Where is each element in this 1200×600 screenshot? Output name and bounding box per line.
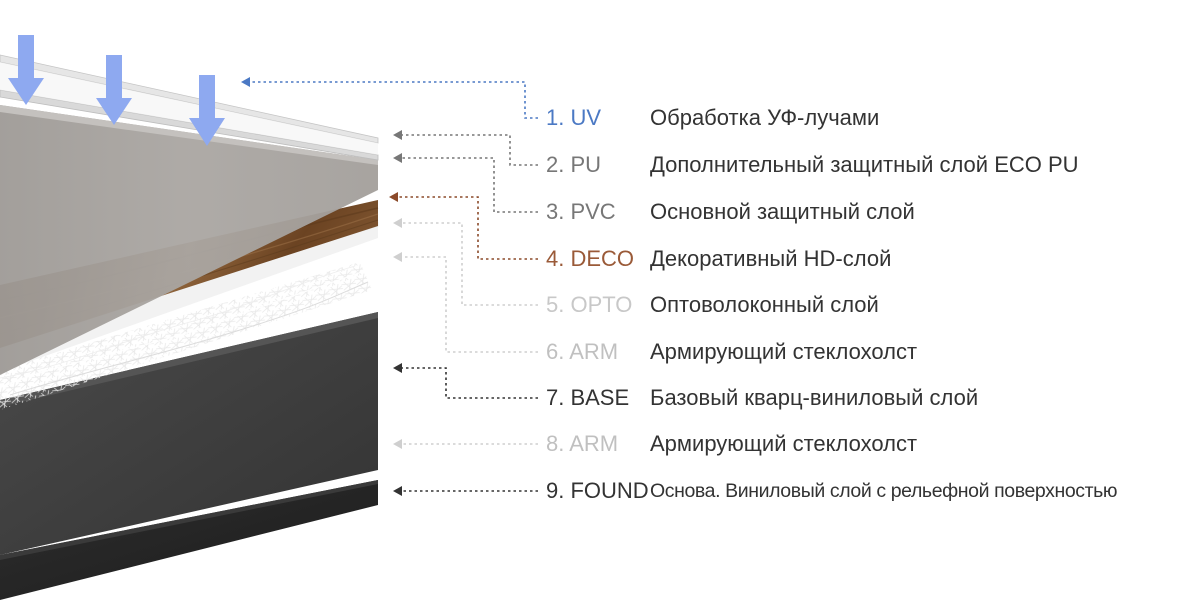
- leader-line-pu: [402, 134, 538, 166]
- arrowhead-pu-icon: [393, 130, 402, 140]
- legend-row-pvc: 3. PVC Основной защитный слой: [546, 197, 915, 227]
- layer-label: Обработка УФ-лучами: [650, 105, 880, 130]
- layer-label: Оптоволоконный слой: [650, 292, 879, 317]
- arrowhead-uv-icon: [241, 77, 250, 87]
- leader-line-pvc: [402, 157, 538, 213]
- uv-arrow-icon-3: [189, 75, 225, 146]
- fiberglass-mesh-upper: [0, 262, 372, 410]
- arrowhead-arm-upper-icon: [393, 252, 402, 262]
- leader-line-uv: [248, 81, 538, 119]
- arrowhead-pvc-icon: [393, 153, 402, 163]
- legend-row-arm-lower: 8. ARM Армирующий стеклохолст: [546, 429, 917, 459]
- arrowhead-opto-icon: [393, 218, 402, 228]
- legend-row-opto: 5. OPTO Оптоволоконный слой: [546, 290, 879, 320]
- legend-row-arm-upper: 6. ARM Армирующий стеклохолст: [546, 337, 917, 367]
- arrowhead-arm-lower-icon: [393, 439, 402, 449]
- layer-code: 7. BASE: [546, 385, 630, 410]
- layer-label: Основа. Виниловый слой с рельефной повер…: [650, 479, 1118, 502]
- layer-label: Основной защитный слой: [650, 199, 915, 224]
- uv-layer: [0, 54, 379, 155]
- layer-code: 8. ARM: [546, 431, 619, 456]
- layer-code: 3. PVC: [546, 199, 616, 224]
- legend-row-base: 7. BASE Базовый кварц-виниловый слой: [546, 383, 978, 413]
- legend-row-found: 9. FOUND Основа. Виниловый слой с рельеф…: [546, 476, 1118, 506]
- leader-line-opto: [402, 222, 538, 306]
- layer-label: Дополнительный защитный слой ECO PU: [650, 152, 1079, 177]
- arrowhead-deco-icon: [389, 192, 398, 202]
- leader-line-base: [402, 367, 538, 399]
- layer-code: 2. PU: [546, 152, 602, 177]
- legend-row-pu: 2. PU Дополнительный защитный слой ECO P…: [546, 150, 1079, 180]
- leader-line-deco: [398, 196, 538, 260]
- layer-code: 6. ARM: [546, 339, 619, 364]
- layer-label: Армирующий стеклохолст: [650, 431, 918, 456]
- pvc-layer: [0, 105, 378, 375]
- uv-arrow-icon-2: [96, 55, 132, 125]
- arrowhead-found-icon: [393, 486, 402, 496]
- layer-label: Декоративный HD-слой: [650, 246, 892, 271]
- leader-line-arm-upper: [402, 256, 538, 353]
- layer-code: 4. DECO: [546, 246, 635, 271]
- layer-label: Базовый кварц-виниловый слой: [650, 385, 979, 410]
- layer-code: 1. UV: [546, 105, 602, 130]
- foundation-layer: [0, 480, 378, 600]
- legend-row-uv: 1. UV Обработка УФ-лучами: [546, 103, 879, 133]
- arrowhead-base-icon: [393, 363, 402, 373]
- base-layer: [0, 312, 378, 555]
- legend-row-deco: 4. DECO Декоративный HD-слой: [546, 244, 891, 274]
- layer-code: 9. FOUND: [546, 478, 649, 503]
- uv-arrow-icon-1: [8, 35, 44, 105]
- layer-label: Армирующий стеклохолст: [650, 339, 918, 364]
- layer-code: 5. OPTO: [546, 292, 633, 317]
